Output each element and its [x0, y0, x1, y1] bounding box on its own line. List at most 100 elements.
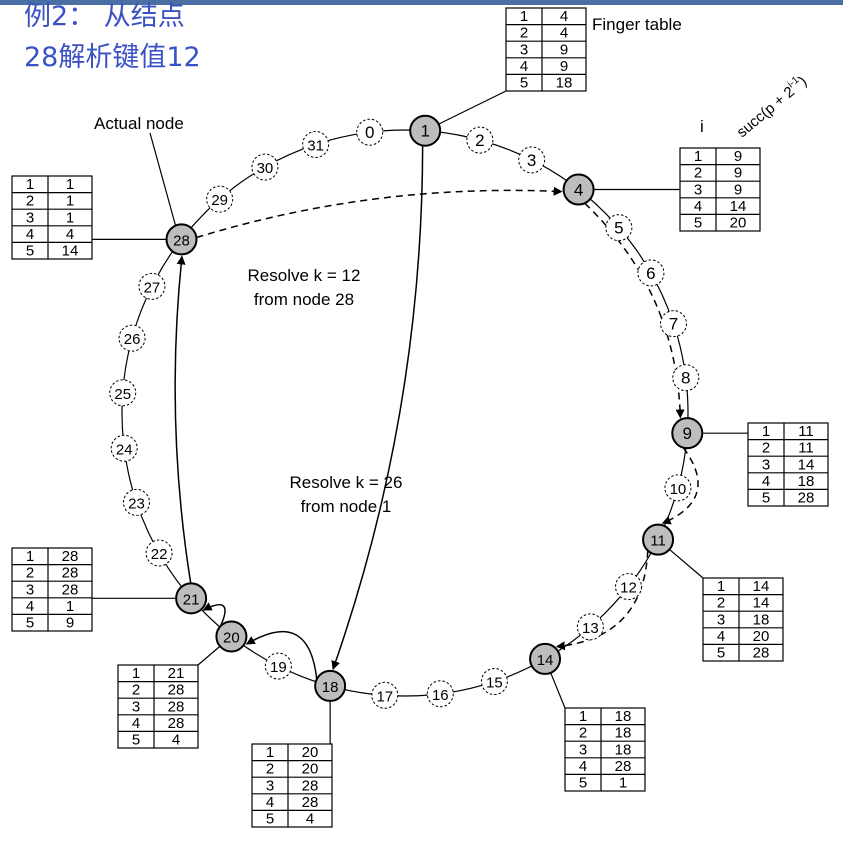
ring-slot-29: 29 — [206, 185, 234, 213]
ring-slot-30: 30 — [251, 153, 279, 181]
table-cell-i: 1 — [762, 423, 770, 440]
title-line-1: 例2： 从结点 — [24, 1, 185, 32]
ring-label: 20 — [223, 629, 240, 646]
active-node-28: 28 — [165, 223, 198, 256]
lookup-arrow-11-to-14 — [555, 550, 649, 651]
ring-label: 26 — [124, 331, 141, 348]
column-succ-label: succ(p + 2i-1) — [732, 71, 811, 141]
table-cell-i: 3 — [717, 611, 725, 628]
ring-slot-5: 5 — [605, 214, 633, 242]
title-line-2: 28解析键值12 — [24, 42, 201, 73]
table-cell-succ: 14 — [62, 243, 79, 260]
table-cell-succ: 18 — [556, 75, 573, 92]
ring-slot-17: 17 — [371, 681, 399, 709]
ring-label: 16 — [432, 687, 449, 704]
ring-label: 15 — [486, 675, 503, 692]
table-cell-succ: 1 — [66, 209, 74, 226]
table-cell-i: 3 — [694, 181, 702, 198]
table-cell-i: 3 — [762, 456, 770, 473]
table-cell-succ: 4 — [66, 226, 74, 243]
table-leader-1 — [438, 90, 507, 125]
ring-label: 6 — [646, 264, 655, 283]
table-cell-i: 3 — [520, 41, 528, 58]
table-cell-i: 4 — [26, 598, 34, 615]
table-cell-succ: 9 — [560, 58, 568, 75]
table-cell-i: 5 — [26, 243, 34, 260]
lookup-arrow-9-to-11 — [661, 447, 699, 525]
table-cell-succ: 4 — [306, 811, 314, 828]
ring-label: 0 — [365, 123, 374, 142]
table-cell-i: 4 — [694, 198, 702, 215]
table-cell-succ: 28 — [62, 548, 79, 565]
ring-label: 21 — [183, 591, 200, 608]
ring-label: 13 — [582, 620, 599, 637]
table-cell-i: 2 — [26, 193, 34, 210]
table-cell-i: 2 — [520, 25, 528, 42]
ring-label: 23 — [128, 495, 145, 512]
table-cell-i: 5 — [762, 490, 770, 507]
table-leader-20 — [197, 645, 221, 666]
table-cell-i: 4 — [520, 58, 528, 75]
active-node-14: 14 — [529, 642, 562, 675]
svg-text:succ(p + 2i-1): succ(p + 2i-1) — [732, 71, 810, 141]
table-cell-succ: 18 — [615, 725, 632, 742]
lookup-arrow-28-to-4 — [196, 186, 563, 239]
table-cell-succ: 11 — [798, 440, 814, 457]
table-cell-i: 1 — [26, 548, 34, 565]
lookup-arrow-18-to-20 — [245, 630, 318, 680]
ring-label: 4 — [574, 181, 583, 200]
ring-label: 17 — [376, 688, 393, 705]
table-cell-succ: 4 — [560, 25, 568, 42]
lookup-arrow-4-to-9 — [584, 202, 685, 419]
top-accent-bar — [0, 0, 843, 5]
ring-label: 2 — [475, 131, 484, 150]
ring-slot-23: 23 — [122, 488, 150, 516]
table-leader-11 — [669, 548, 704, 579]
ring-label: 7 — [669, 315, 678, 334]
finger-table-label: Finger table — [592, 15, 682, 34]
table-cell-i: 4 — [717, 628, 725, 645]
table-cell-i: 1 — [132, 665, 140, 682]
table-cell-i: 2 — [717, 595, 725, 612]
table-cell-i: 1 — [579, 708, 587, 725]
active-node-11: 11 — [642, 523, 675, 556]
table-cell-succ: 4 — [172, 732, 180, 749]
table-cell-succ: 4 — [560, 8, 568, 25]
ring-slot-3: 3 — [518, 146, 546, 174]
ring-slot-22: 22 — [145, 539, 173, 567]
table-cell-succ: 18 — [798, 473, 815, 490]
succ-text: succ(p + 2 — [734, 83, 798, 141]
ring-label: 10 — [670, 481, 687, 498]
table-cell-i: 4 — [762, 473, 770, 490]
table-cell-succ: 18 — [615, 741, 632, 758]
table-cell-succ: 20 — [730, 215, 747, 232]
active-node-4: 4 — [562, 173, 595, 206]
table-cell-succ: 21 — [168, 665, 185, 682]
table-cell-i: 4 — [266, 794, 274, 811]
active-node-20: 20 — [215, 620, 248, 653]
table-cell-i: 2 — [579, 725, 587, 742]
table-cell-succ: 28 — [168, 715, 185, 732]
ring-slot-25: 25 — [109, 379, 137, 407]
ring-slot-2: 2 — [466, 126, 494, 154]
table-cell-i: 5 — [520, 75, 528, 92]
table-cell-i: 1 — [694, 148, 702, 165]
table-cell-i: 3 — [132, 698, 140, 715]
table-cell-succ: 1 — [619, 775, 627, 792]
table-cell-i: 5 — [26, 615, 34, 632]
table-cell-i: 5 — [132, 732, 140, 749]
ring-label: 19 — [270, 659, 287, 676]
ring-slot-0: 0 — [356, 118, 384, 146]
ring-label: 25 — [114, 386, 131, 403]
table-cell-succ: 9 — [560, 41, 568, 58]
table-cell-succ: 14 — [753, 595, 770, 612]
table-cell-i: 2 — [694, 165, 702, 182]
table-cell-succ: 1 — [66, 598, 74, 615]
